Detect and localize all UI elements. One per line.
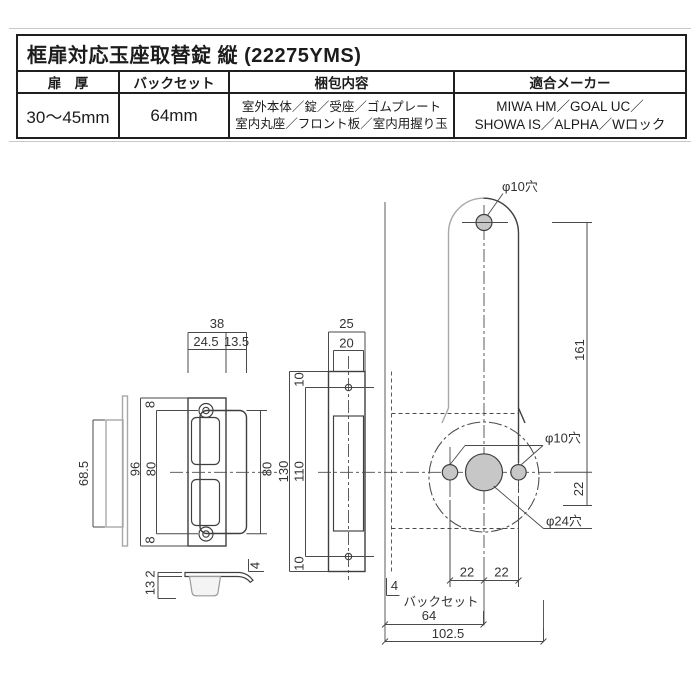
- col-header-contents: 梱包内容: [228, 72, 453, 94]
- dim-10-bottom-label: 10: [292, 556, 307, 570]
- product-title: 框扉対応玉座取替錠 縦 (22275YMS): [18, 36, 685, 72]
- hole-top-label: φ10穴: [502, 179, 538, 194]
- value-backset: 64mm: [118, 94, 228, 137]
- dim-13-label: 13: [143, 581, 158, 595]
- col-header-door-thickness: 扉 厚: [18, 72, 118, 94]
- dim-13-5-label: 13.5: [224, 334, 249, 349]
- value-makers-line2: SHOWA IS／ALPHA／Wロック: [474, 116, 666, 132]
- backset-caption: バックセット: [403, 595, 478, 609]
- dim-8-top-label: 8: [143, 401, 158, 408]
- dim-20-label: 20: [339, 336, 353, 351]
- dim-8-bottom-label: 8: [143, 536, 158, 543]
- faceplate-front-view: 25 20 130 10 110 10: [276, 316, 558, 580]
- dim-10-top-label: 10: [292, 372, 307, 386]
- dim-80-side-label: 80: [144, 462, 159, 476]
- dim-22-side-label: 22: [571, 482, 586, 496]
- latch-bolt-detail: 2 13 4: [143, 559, 264, 599]
- divider-top: [9, 28, 691, 29]
- col-header-backset: バックセット: [118, 72, 228, 94]
- strike-plate-front-view: 8 96 80 8 38 24.5 13.5 80: [128, 316, 277, 547]
- value-contents-line1: 室外本体／錠／受座／ゴムプレート: [241, 100, 442, 115]
- exterior-plate-view: φ10穴 φ10穴 φ24穴 161 22 22 22 バックセット 64 10…: [381, 179, 592, 645]
- spec-table: 框扉対応玉座取替錠 縦 (22275YMS) 扉 厚 バックセット 梱包内容 適…: [16, 34, 687, 139]
- dim-2-label: 2: [143, 570, 158, 577]
- col-header-makers: 適合メーカー: [453, 72, 685, 94]
- value-makers: MIWA HM／GOAL UC／ SHOWA IS／ALPHA／Wロック: [453, 94, 685, 137]
- dim-110-label: 110: [292, 461, 307, 482]
- right-screw-hole: [510, 463, 527, 481]
- dim-161-label: 161: [572, 339, 587, 361]
- dim-96-label: 96: [128, 462, 143, 476]
- spindle-hole: [464, 453, 504, 492]
- dim-102-5-label: 102.5: [432, 626, 465, 641]
- hole-pair-label: φ10穴: [545, 431, 581, 446]
- door-edge-section: 4: [384, 202, 519, 642]
- dim-24-5-label: 24.5: [193, 334, 218, 349]
- dim-22-left-label: 22: [460, 565, 474, 580]
- dim-130-label: 130: [276, 461, 291, 483]
- lock-body-side-view: 68.5: [76, 395, 129, 547]
- dim-38-label: 38: [210, 316, 224, 331]
- escutcheon-circle: [428, 421, 540, 533]
- dim-4-latch-label: 4: [248, 562, 263, 569]
- dim-68-5-label: 68.5: [76, 461, 91, 486]
- divider-bottom: [9, 141, 691, 142]
- value-door-thickness: 30〜45mm: [26, 108, 110, 127]
- left-screw-hole: [441, 463, 459, 481]
- value-makers-line1: MIWA HM／GOAL UC／: [496, 98, 644, 114]
- dim-64-label: 64: [422, 608, 436, 623]
- hole-center-label: φ24穴: [546, 514, 582, 529]
- dim-22-right-label: 22: [494, 565, 508, 580]
- dim-4-plate-label: 4: [391, 578, 398, 593]
- spec-grid: 扉 厚 バックセット 梱包内容 適合メーカー 30〜45mm 64mm 室外本体…: [18, 72, 685, 137]
- value-contents-line2: 室内丸座／フロント板／室内用握り玉: [235, 116, 448, 131]
- dim-80-front-label: 80: [260, 462, 275, 476]
- value-contents: 室外本体／錠／受座／ゴムプレート 室内丸座／フロント板／室内用握り玉: [228, 94, 453, 137]
- dim-25-label: 25: [339, 316, 353, 331]
